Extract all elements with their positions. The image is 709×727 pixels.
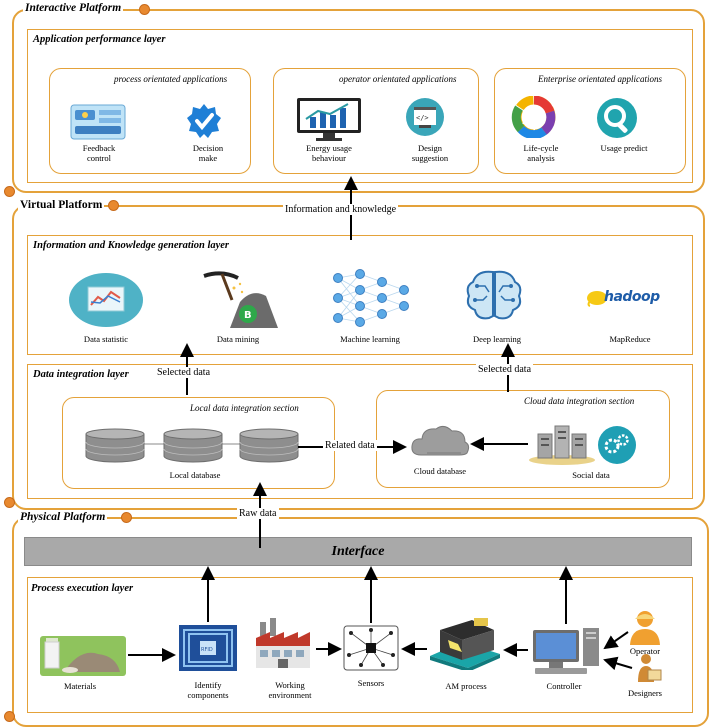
- local-integration-title: Local data integration section: [190, 403, 299, 413]
- identify-components-label: Identify components: [187, 680, 229, 701]
- raw-data-label: Raw data: [237, 508, 279, 519]
- selected-data-left-label: Selected data: [155, 367, 213, 378]
- materials-label: Materials: [63, 681, 97, 691]
- identify-components-icon: RFID: [179, 625, 237, 671]
- data-statistic-label: Data statistic: [83, 334, 129, 344]
- interface-label: Interface: [331, 544, 385, 559]
- social-data-label: Social data: [572, 470, 610, 480]
- usage-predict-icon: [597, 98, 637, 138]
- operator-apps-title: operator orientated applications: [339, 74, 457, 84]
- enterprise-apps-title: Enterprise orientated applications: [538, 74, 662, 84]
- machine-learning-icon: [333, 269, 409, 327]
- interactive-platform-corner-dot: [4, 186, 15, 197]
- cloud-database-icon: [411, 425, 470, 456]
- deep-learning-label: Deep learning: [473, 334, 521, 344]
- sensors-icon: [343, 625, 399, 671]
- operator-icon: [630, 611, 660, 645]
- interface-bar: Interface: [24, 537, 692, 566]
- working-environment-label: Working environment: [268, 680, 312, 701]
- controller-icon: [533, 628, 599, 674]
- data-statistic-icon: [69, 273, 143, 327]
- virtual-platform-dot: [108, 200, 119, 211]
- physical-platform-dot: [121, 512, 132, 523]
- local-database-label: Local database: [169, 470, 221, 480]
- design-suggestion-icon: </>: [406, 98, 444, 136]
- hadoop-logo-text: hadoop: [604, 289, 660, 305]
- operator-label: Operator: [629, 646, 661, 656]
- mapreduce-label: MapReduce: [609, 334, 651, 344]
- virtual-platform-title: Virtual Platform: [18, 199, 105, 211]
- virtual-platform-corner-dot: [4, 497, 15, 508]
- info-knowledge-flow-label: Information and knowledge: [283, 204, 399, 215]
- cloud-database-label: Cloud database: [413, 466, 467, 476]
- sensors-label: Sensors: [357, 678, 385, 688]
- application-layer-title: Application performance layer: [33, 34, 166, 45]
- process-execution-layer-title: Process execution layer: [31, 583, 134, 594]
- svg-text:B: B: [244, 310, 252, 321]
- controller-label: Controller: [546, 681, 582, 691]
- physical-platform-title: Physical Platform: [18, 511, 108, 523]
- hadoop-logo: hadoop: [586, 289, 674, 307]
- machine-learning-label: Machine learning: [340, 334, 400, 344]
- designers-label: Designers: [628, 688, 662, 698]
- svg-text:RFID: RFID: [201, 647, 213, 653]
- interactive-platform-dot: [139, 4, 150, 15]
- interactive-platform-title: Interactive Platform: [23, 2, 124, 14]
- decision-make-label: Decision make: [192, 143, 224, 164]
- social-data-servers-icon: [529, 425, 595, 465]
- life-cycle-icon: [511, 96, 556, 138]
- selected-data-right-label: Selected data: [476, 364, 534, 375]
- energy-usage-icon: [297, 98, 361, 141]
- materials-icon: [40, 636, 126, 676]
- am-process-icon: [430, 618, 500, 670]
- data-integration-layer-title: Data integration layer: [33, 369, 129, 380]
- data-mining-label: Data mining: [216, 334, 260, 344]
- life-cycle-label: Life-cycle analysis: [523, 143, 559, 164]
- am-process-label: AM process: [445, 681, 487, 691]
- feedback-control-icon: [70, 104, 126, 140]
- physical-platform-corner-dot: [4, 711, 15, 722]
- interactive-platform-frame: [12, 9, 705, 193]
- process-apps-title: process orientated applications: [114, 74, 228, 84]
- data-mining-icon: B: [203, 271, 278, 328]
- hadoop-elephant-icon: [587, 291, 607, 307]
- cloud-integration-title: Cloud data integration section: [524, 396, 635, 406]
- local-database-icon: [85, 428, 299, 463]
- related-data-label: Related data: [323, 440, 377, 451]
- feedback-control-label: Feedback control: [82, 143, 116, 164]
- energy-usage-label: Energy usage behaviour: [306, 143, 352, 164]
- design-suggestion-label: Design suggestion: [411, 143, 449, 164]
- decision-make-icon: [187, 104, 221, 138]
- usage-predict-label: Usage predict: [600, 143, 648, 153]
- working-environment-icon: [256, 618, 310, 668]
- social-data-gears-icon: [598, 426, 636, 464]
- svg-text:</>: </>: [416, 114, 429, 122]
- deep-learning-icon: [466, 270, 522, 320]
- info-knowledge-layer-title: Information and Knowledge generation lay…: [33, 240, 230, 251]
- enterprise-apps-section: [494, 68, 686, 174]
- designers-icon: [638, 654, 662, 682]
